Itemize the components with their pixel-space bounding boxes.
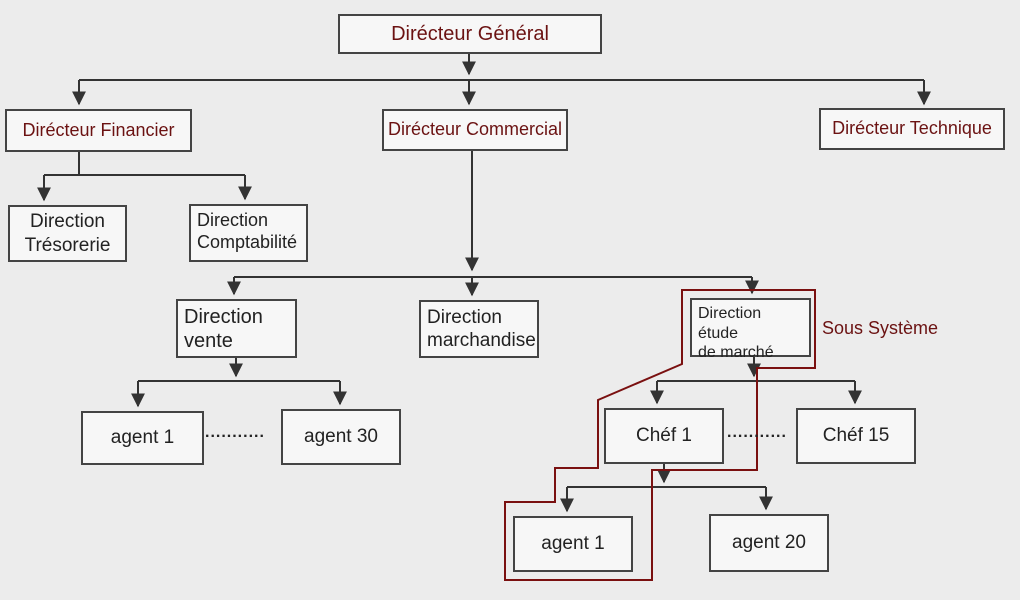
node-chef-1-label: Chéf 1 — [636, 425, 692, 447]
node-directeur-general: Dirécteur Général — [338, 14, 602, 54]
node-chef-1: Chéf 1 — [604, 408, 724, 464]
node-directeur-general-label: Dirécteur Général — [391, 22, 549, 45]
node-direction-etude-marche-label: Direction étude de marché — [698, 305, 774, 362]
node-agent-1-vente: agent 1 — [81, 411, 204, 465]
node-directeur-financier: Dirécteur Financier — [5, 109, 192, 152]
node-direction-marchandise: Direction marchandise — [419, 300, 539, 358]
subsystem-label: Sous Système — [822, 318, 939, 338]
node-direction-vente: Direction vente — [176, 299, 297, 358]
node-direction-marchandise-label: Direction marchandise — [427, 307, 536, 352]
node-directeur-technique: Dirécteur Technique — [819, 108, 1005, 150]
node-direction-tresorerie: Direction Trésorerie — [8, 205, 127, 262]
node-agent-30: agent 30 — [281, 409, 401, 465]
node-agent-20-label: agent 20 — [732, 532, 806, 554]
subsystem-outline — [504, 289, 816, 581]
ellipsis-chefs: ........... — [727, 424, 787, 441]
node-directeur-technique-label: Dirécteur Technique — [832, 118, 992, 139]
node-agent-1-etude: agent 1 — [513, 516, 633, 572]
node-agent-30-label: agent 30 — [304, 426, 378, 448]
node-agent-1-vente-label: agent 1 — [110, 427, 175, 449]
node-chef-15: Chéf 15 — [796, 408, 916, 464]
node-agent-1-etude-label: agent 1 — [541, 533, 605, 555]
node-direction-tresorerie-label: Direction Trésorerie — [24, 211, 111, 256]
node-directeur-financier-label: Dirécteur Financier — [22, 119, 175, 140]
node-directeur-commercial: Dirécteur Commercial — [382, 109, 568, 151]
node-directeur-commercial-label: Dirécteur Commercial — [387, 119, 563, 140]
node-direction-vente-label: Direction vente — [184, 306, 263, 353]
node-agent-20: agent 20 — [709, 514, 829, 572]
node-direction-etude-marche: Direction étude de marché — [690, 298, 811, 361]
ellipsis-agents-vente: ........... — [205, 424, 265, 441]
node-chef-15-label: Chéf 15 — [822, 425, 890, 447]
node-direction-comptabilite: Direction Comptabilité — [189, 204, 308, 262]
node-direction-comptabilite-label: Direction Comptabilité — [197, 210, 298, 252]
